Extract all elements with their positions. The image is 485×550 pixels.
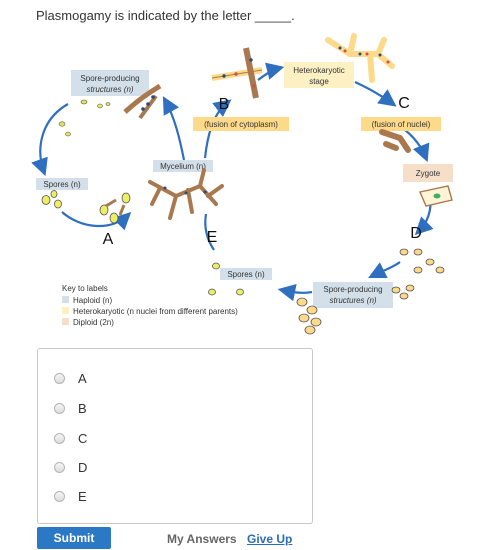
letter-d: D (410, 225, 422, 242)
label-spores-bottom: Spores (n) (227, 270, 265, 279)
arrow-to-zygote (404, 129, 430, 163)
mycelium-icon (148, 168, 224, 220)
label-spore-producing-bottom-line1: Spore-producing (323, 285, 382, 294)
option-e-radio[interactable] (54, 491, 65, 502)
letter-a: A (103, 231, 114, 248)
key-title: Key to labels (62, 284, 108, 293)
answer-options-panel: A B C D E (37, 348, 313, 524)
option-d-radio[interactable] (54, 462, 65, 473)
key-item-heterokaryotic: Heterokaryotic (n nuclei from different … (73, 307, 238, 316)
arrow-to-spores-bottom (277, 283, 313, 302)
fungal-life-cycle-diagram: Spore-producing structures (n) Spores (n… (31, 33, 453, 335)
label-heterokaryotic-line2: stage (309, 77, 329, 86)
option-d-label[interactable]: D (78, 460, 88, 475)
spores-left-icon (41, 190, 62, 209)
key-swatch-heterokaryotic (62, 307, 69, 314)
arrow-to-spore-producing-top (162, 96, 186, 161)
germinating-spores-icon (99, 192, 131, 224)
label-fusion-nuclei: (fusion of nuclei) (372, 120, 431, 129)
label-spore-producing-top-line2: structures (n) (86, 85, 133, 94)
spores-bottom-icon (208, 262, 244, 296)
option-b-label[interactable]: B (78, 401, 87, 416)
option-a[interactable]: A (54, 371, 87, 386)
label-fusion-cytoplasm: (fusion of cytoplasm) (204, 120, 278, 129)
key-swatch-diploid (62, 318, 69, 325)
option-b[interactable]: B (54, 401, 87, 416)
label-mycelium: Mycelium (n) (160, 162, 206, 171)
option-d[interactable]: D (54, 460, 87, 475)
option-c-radio[interactable] (54, 433, 65, 444)
arrow-to-spore-producing-bottom (368, 261, 401, 278)
label-spore-producing-bottom-line2: structures (n) (329, 296, 376, 305)
option-c-label[interactable]: C (78, 431, 88, 446)
label-spores-left: Spores (n) (43, 180, 81, 189)
arrow-spores-to-e (204, 213, 215, 251)
fusing-nuclei-icon (379, 129, 411, 153)
zygote-icon (419, 185, 453, 207)
spore-producing-structure-icon (123, 83, 162, 120)
submit-button[interactable]: Submit (37, 527, 111, 549)
letter-e: E (207, 229, 218, 246)
option-a-label[interactable]: A (78, 371, 87, 386)
my-answers-label: My Answers (167, 532, 237, 546)
letter-b: B (219, 96, 230, 113)
letter-c: C (398, 95, 410, 112)
label-heterokaryotic-line1: Heterokaryotic (293, 66, 345, 75)
option-c[interactable]: C (54, 431, 87, 446)
option-e[interactable]: E (54, 489, 87, 504)
cycle-arrows (31, 62, 434, 302)
arrow-to-spores-left (31, 103, 69, 177)
key-swatch-haploid (62, 296, 69, 303)
spore-cluster-icon (296, 284, 415, 335)
fusing-hyphae-icon (211, 47, 263, 99)
mycelium-nuclei (163, 186, 207, 195)
option-a-radio[interactable] (54, 373, 65, 384)
arrow-heterokaryotic-to-c (354, 81, 397, 107)
germinating-zygote-icon (399, 248, 445, 274)
arrow-to-mycelium (61, 211, 132, 231)
label-spore-producing-top-line1: Spore-producing (80, 74, 139, 83)
spore-dots-top (58, 99, 111, 137)
label-zygote: Zygote (416, 169, 441, 178)
option-b-radio[interactable] (54, 403, 65, 414)
key-item-haploid: Haploid (n) (73, 296, 112, 305)
option-e-label[interactable]: E (78, 489, 87, 504)
question-text: Plasmogamy is indicated by the letter __… (36, 8, 295, 23)
key-item-diploid: Diploid (2n) (73, 318, 114, 327)
give-up-link[interactable]: Give Up (247, 532, 293, 546)
arrow-to-heterokaryotic (257, 62, 285, 81)
